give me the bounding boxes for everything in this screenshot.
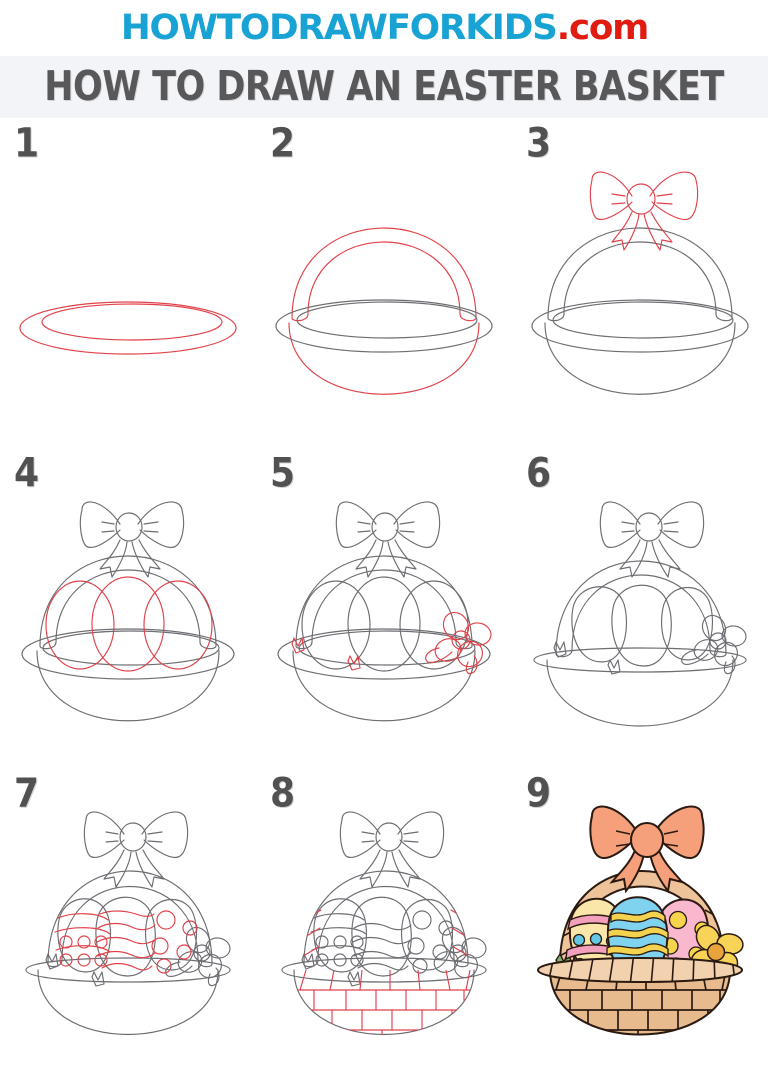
step-number-6: 6 <box>526 450 552 497</box>
logo-text-tld: .com <box>556 7 649 48</box>
step-8-drawing <box>256 768 512 1075</box>
step-2-drawing <box>256 118 512 448</box>
step-6-drawing <box>512 448 768 768</box>
step-3-drawing <box>512 118 768 448</box>
page-title-bar: HOW TO DRAW AN EASTER BASKET <box>0 56 768 118</box>
tutorial-step-4: 4 <box>0 448 256 768</box>
tutorial-step-9: 9 <box>512 768 768 1075</box>
tutorial-step-7: 7 <box>0 768 256 1075</box>
page-title: HOW TO DRAW AN EASTER BASKET <box>44 63 724 111</box>
step-4-drawing <box>0 448 256 768</box>
step-number-4: 4 <box>14 450 40 497</box>
tutorial-step-5: 5 <box>256 448 512 768</box>
step-number-7: 7 <box>14 770 40 817</box>
step-number-9: 9 <box>526 770 552 817</box>
tutorial-step-2: 2 <box>256 118 512 448</box>
site-logo[interactable]: HOWTODRAWFORKIDS.com <box>120 7 649 48</box>
site-logo-bar: HOWTODRAWFORKIDS.com <box>0 0 768 56</box>
tutorial-step-3: 3 <box>512 118 768 448</box>
logo-text-primary: HOWTODRAWFORKIDS <box>120 7 557 48</box>
step-number-2: 2 <box>270 120 296 167</box>
step-number-1: 1 <box>14 120 40 167</box>
step-7-drawing <box>0 768 256 1075</box>
tutorial-step-grid: 1 2 3 <box>0 118 768 1075</box>
tutorial-step-8: 8 <box>256 768 512 1075</box>
step-number-3: 3 <box>526 120 552 167</box>
tutorial-step-1: 1 <box>0 118 256 448</box>
step-number-5: 5 <box>270 450 296 497</box>
step-5-drawing <box>256 448 512 768</box>
tutorial-step-6: 6 <box>512 448 768 768</box>
step-9-drawing-colored <box>512 768 768 1075</box>
step-1-drawing <box>0 118 256 448</box>
step-number-8: 8 <box>270 770 296 817</box>
